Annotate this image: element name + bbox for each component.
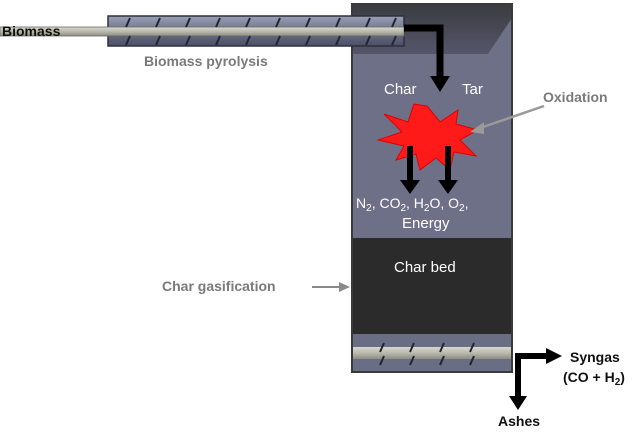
syngas-label: Syngas	[570, 349, 620, 365]
syngas-formula-sub: 2	[614, 377, 621, 388]
ashes-label: Ashes	[498, 413, 541, 429]
product-trail: ,	[464, 195, 469, 211]
char-gasification-pointer-head	[339, 282, 350, 292]
biomass-label: Biomass	[2, 23, 61, 39]
product-h-sub: 2	[423, 203, 430, 214]
products-formula: N2, CO2, H2O, O2,	[356, 196, 469, 214]
oxidation-pointer-head	[470, 122, 484, 134]
product-co: , CO	[371, 195, 401, 211]
reactor-outline	[351, 3, 513, 373]
product-o: O, O	[429, 195, 460, 211]
syngas-formula: (CO + H2)	[563, 370, 625, 388]
biomass-pyrolysis-label: Biomass pyrolysis	[144, 53, 268, 69]
feed-down-arrowhead	[430, 76, 450, 92]
ashes-arrowhead	[509, 396, 527, 410]
char-label: Char	[384, 81, 417, 98]
screw-flights	[125, 17, 397, 46]
syngas-arrow	[515, 353, 548, 372]
oxidation-pointer	[479, 104, 545, 130]
product-h: , H	[406, 195, 424, 211]
syngas-formula-close: )	[620, 369, 625, 385]
oxidation-explosion	[376, 103, 480, 171]
syngas-arrowhead	[546, 348, 562, 364]
product-co-sub: 2	[400, 203, 407, 214]
energy-label: Energy	[402, 215, 450, 232]
char-bed-label: Char bed	[394, 259, 456, 276]
grate-shaft	[352, 347, 512, 359]
product-arrow-right-head	[438, 180, 458, 194]
grate-flights	[379, 342, 475, 366]
feed-down-arrow	[404, 24, 444, 78]
char-gasification-label: Char gasification	[162, 278, 276, 294]
oxidation-label: Oxidation	[543, 89, 608, 105]
product-n: N	[356, 195, 367, 211]
product-arrow-left-head	[400, 180, 420, 194]
product-n-sub: 2	[366, 203, 372, 214]
syngas-formula-open: (CO + H	[563, 369, 615, 385]
biomass-feed-shaft	[0, 26, 405, 37]
char-bed-zone	[352, 238, 512, 334]
product-o-sub: 2	[459, 203, 465, 214]
tar-label: Tar	[462, 81, 483, 98]
